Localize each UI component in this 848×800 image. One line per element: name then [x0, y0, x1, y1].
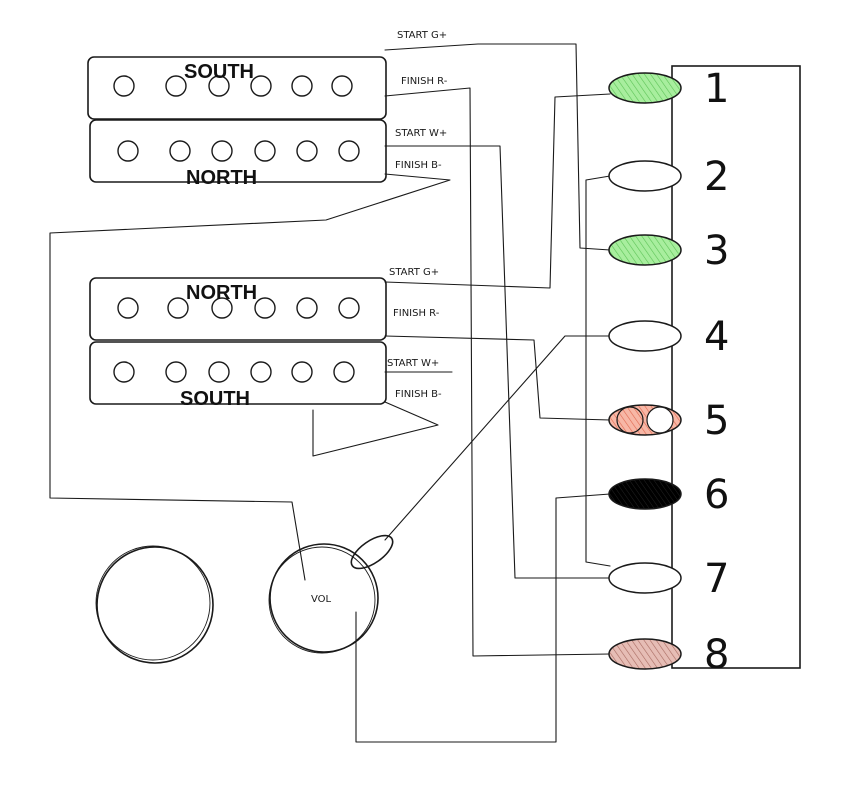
- wire-label: FINISH B-: [395, 389, 442, 400]
- coil-top-north: [89, 119, 387, 183]
- pot-body: [96, 546, 214, 664]
- pole-piece: [333, 361, 355, 383]
- pole-piece: [291, 361, 313, 383]
- terminal-number-7: 7: [704, 556, 729, 602]
- pickup-bottom: NORTH SOUTH START G+ FINISH R- START W+ …: [89, 267, 442, 410]
- wire-label: START W+: [395, 128, 447, 139]
- wire-bottom-finish-b: [312, 401, 439, 457]
- pot-unlabeled: [95, 545, 214, 664]
- pole-piece: [338, 140, 360, 162]
- terminal-lug-ring: [646, 406, 674, 434]
- wire-bottom-start-g: [384, 93, 611, 289]
- pole-piece: [169, 140, 191, 162]
- wire-top-start-g: [384, 43, 611, 251]
- wire-label: START W+: [387, 358, 439, 369]
- terminal-strip: 1 2 3 4 5 6 7 8: [608, 65, 801, 678]
- wire-bottom-finish-r: [384, 335, 611, 421]
- terminal-lug-4: [608, 320, 682, 352]
- terminal-lug-7: [608, 562, 682, 594]
- pole-pieces-bottom-south: [113, 361, 355, 383]
- pole-piece: [113, 75, 135, 97]
- pole-piece: [117, 297, 139, 319]
- coil-label: NORTH: [186, 167, 257, 189]
- wire-top-start-w: [384, 145, 611, 579]
- pole-piece: [291, 75, 313, 97]
- coil-bottom-north: [89, 277, 387, 341]
- pole-piece: [338, 297, 360, 319]
- coil-top-south: [87, 56, 387, 120]
- coil-bottom-south: [89, 341, 387, 405]
- pot-label: VOL: [311, 594, 332, 605]
- pole-piece: [254, 140, 276, 162]
- terminal-lug-1: [608, 72, 682, 104]
- terminal-number-2: 2: [704, 154, 729, 200]
- terminal-number-3: 3: [704, 228, 729, 274]
- coil-label: SOUTH: [180, 388, 250, 410]
- wire-top-finish-b: [49, 173, 451, 581]
- terminal-lug-8: [608, 638, 682, 670]
- pole-piece: [250, 361, 272, 383]
- terminal-number-4: 4: [704, 314, 729, 360]
- pot-volume: VOL: [268, 534, 394, 654]
- wire-label: START G+: [389, 267, 439, 278]
- wires: [49, 43, 611, 743]
- wire-vol-to-4: [384, 335, 611, 541]
- pole-piece: [113, 361, 135, 383]
- pole-piece: [208, 75, 230, 97]
- pole-piece: [211, 140, 233, 162]
- wire-label: START G+: [397, 30, 447, 41]
- wire-vol-to-6: [355, 493, 611, 743]
- pole-piece: [331, 75, 353, 97]
- pickup-top: SOUTH NORTH START G+ FINISH R- START W+ …: [87, 30, 448, 189]
- pole-pieces-top-north: [117, 140, 360, 162]
- terminal-number-1: 1: [704, 66, 729, 112]
- terminal-lug-6: [608, 478, 682, 510]
- pot-body: [269, 543, 379, 653]
- pole-piece: [165, 361, 187, 383]
- pole-piece: [254, 297, 276, 319]
- pot-lug: [350, 534, 394, 570]
- terminal-number-8: 8: [704, 632, 729, 678]
- pole-piece: [211, 297, 233, 319]
- pole-piece: [208, 361, 230, 383]
- wire-label: FINISH R-: [393, 308, 440, 319]
- pot-body-sketch: [268, 546, 376, 654]
- coil-label: NORTH: [186, 282, 257, 304]
- terminal-strip-board: [671, 65, 801, 669]
- pole-pieces-top-south: [113, 75, 353, 97]
- pole-piece: [296, 140, 318, 162]
- terminal-lug-3: [608, 234, 682, 266]
- pole-piece: [117, 140, 139, 162]
- pot-body-sketch: [95, 545, 211, 661]
- pole-pieces-bottom-north: [117, 297, 360, 319]
- terminal-lug-2: [608, 160, 682, 192]
- wire-top-finish-r: [384, 87, 611, 657]
- pole-piece: [250, 75, 272, 97]
- wire-label: FINISH B-: [395, 160, 442, 171]
- pole-piece: [165, 75, 187, 97]
- terminal-number-5: 5: [704, 398, 729, 444]
- pole-piece: [296, 297, 318, 319]
- coil-label: SOUTH: [184, 61, 254, 83]
- wire-jumper-2-7: [585, 175, 611, 567]
- wire-label: FINISH R-: [401, 76, 448, 87]
- terminal-lug-ring: [616, 406, 644, 434]
- pole-piece: [167, 297, 189, 319]
- terminal-number-6: 6: [704, 472, 729, 518]
